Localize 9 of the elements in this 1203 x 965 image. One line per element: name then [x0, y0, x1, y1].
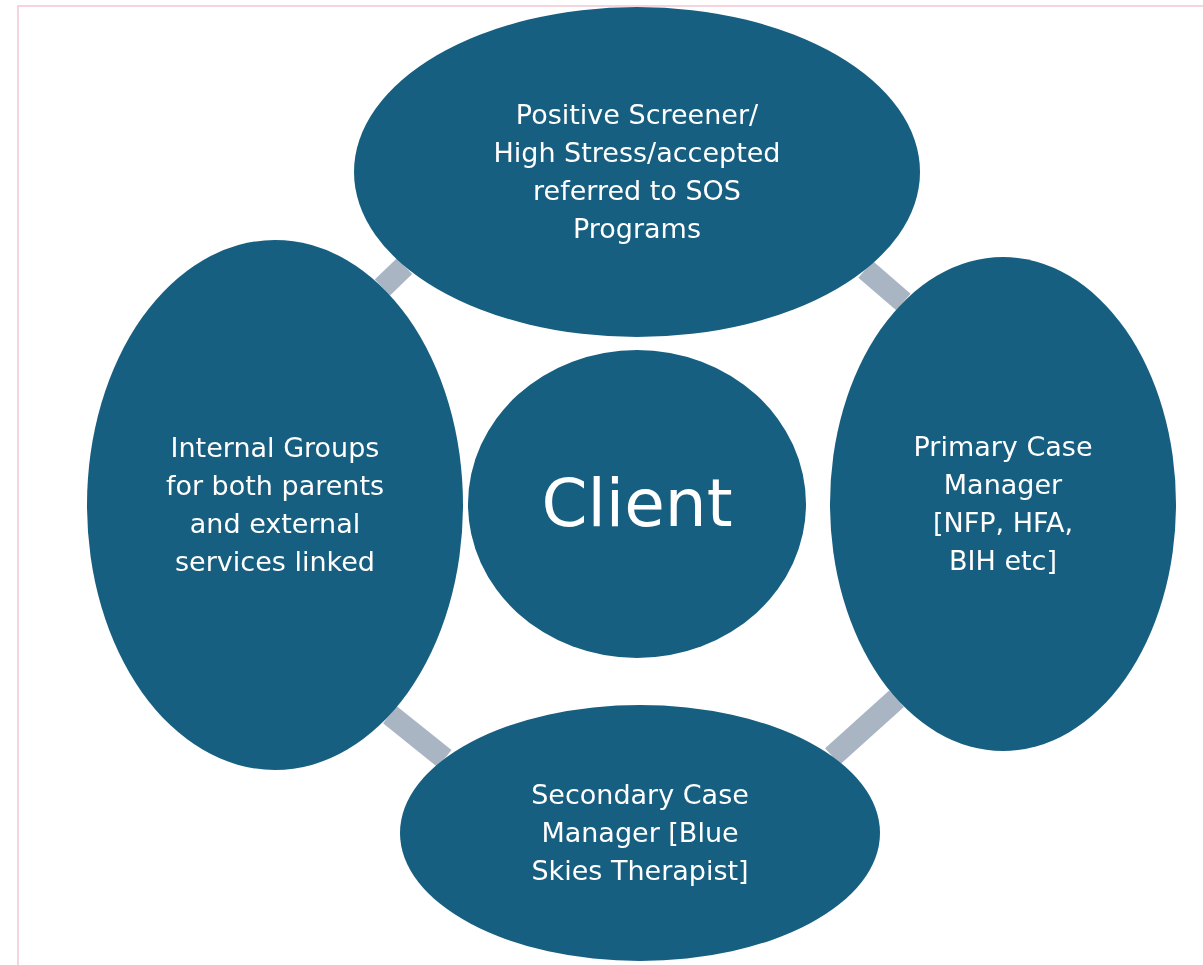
node-label: Positive Screener/ High Stress/accepted referred to SOS Programs: [492, 98, 782, 246]
node-label: Primary Case Manager [NFP, HFA, BIH etc]: [912, 430, 1094, 578]
connector-bar: [374, 258, 413, 296]
connector-bar: [383, 706, 452, 768]
node-label: Secondary Case Manager [Blue Skies Therapist]: [530, 778, 750, 888]
connector-bar: [825, 690, 904, 765]
node-label: Internal Groups for both parents and external services linked: [164, 431, 386, 579]
connector-bar: [858, 261, 911, 311]
node-label: Client: [540, 463, 734, 544]
